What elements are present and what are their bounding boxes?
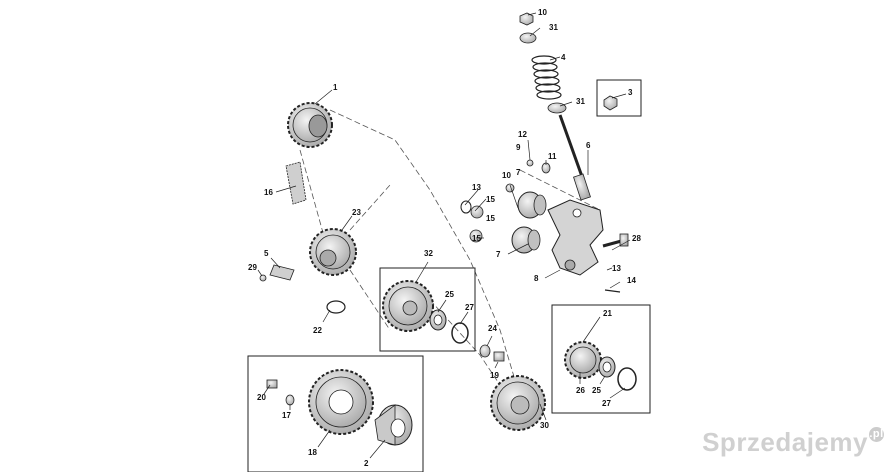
callout-8: 8 [534, 274, 539, 283]
callout-27-right: 27 [602, 399, 611, 408]
callout-31-lower: 31 [576, 97, 585, 106]
detail-nut-3 [603, 95, 618, 111]
callout-14: 14 [627, 276, 636, 285]
washer-22 [326, 300, 346, 314]
callout-12: 12 [518, 130, 527, 139]
callout-21: 21 [603, 309, 612, 318]
callout-28: 28 [632, 234, 641, 243]
washer-31-lower [547, 102, 567, 114]
pin-9 [526, 159, 534, 167]
callout-7-lower: 7 [496, 250, 501, 259]
callout-13-right: 13 [612, 264, 621, 273]
sprocket-30 [490, 375, 546, 431]
callout-1: 1 [333, 83, 338, 92]
chain-16 [285, 161, 307, 205]
clip-14 [604, 289, 621, 293]
callout-27-left: 27 [465, 303, 474, 312]
watermark-brand: Sprzedajemy [702, 427, 868, 457]
callout-31-top: 31 [549, 23, 558, 32]
callout-15-lower-b: 15 [472, 234, 481, 243]
callout-13-left: 13 [472, 183, 481, 192]
detail-box-3 [596, 79, 642, 117]
plate-5 [269, 264, 295, 281]
snap-ring-27-right [617, 367, 637, 391]
callout-9: 9 [516, 143, 521, 152]
bushing-15-lower [469, 229, 483, 243]
roller-7-upper [517, 191, 547, 219]
callout-labels: 10 31 4 31 3 1 6 12 9 11 10 7 13 15 15 1… [248, 8, 641, 468]
sprocket-32 [382, 280, 434, 332]
callout-32: 32 [424, 249, 433, 258]
bearing-25-right [598, 356, 616, 378]
callout-23: 23 [352, 208, 361, 217]
roller-7-lower [511, 226, 541, 254]
spring-4 [531, 55, 562, 100]
callout-5: 5 [264, 249, 269, 258]
watermark: Sprzedajemy.pl [702, 427, 884, 458]
bushing-15-upper [470, 205, 484, 219]
bolt-28 [602, 233, 629, 248]
sprocket-1 [287, 102, 333, 148]
callout-6: 6 [586, 141, 591, 150]
callout-10-top: 10 [538, 8, 547, 17]
callout-16: 16 [264, 188, 273, 197]
snap-ring-27-left [451, 322, 469, 344]
nut-10-top [519, 12, 534, 26]
bolt-19 [493, 351, 505, 362]
subassembly-box-hub [247, 355, 424, 472]
callout-20: 20 [257, 393, 266, 402]
callout-15-upper: 15 [486, 195, 495, 204]
sprocket-21 [564, 341, 602, 379]
sprocket-18 [308, 369, 374, 435]
callout-2: 2 [364, 459, 369, 468]
callout-4: 4 [561, 53, 566, 62]
callout-30: 30 [540, 421, 549, 430]
callout-11: 11 [548, 152, 557, 161]
sprocket-23 [309, 228, 357, 276]
callout-10-small: 10 [502, 171, 511, 180]
rod-6 [558, 114, 591, 201]
washer-31-top [519, 32, 537, 44]
callout-19: 19 [490, 371, 499, 380]
leader-lines [257, 12, 631, 459]
watermark-suffix: .pl [869, 427, 884, 442]
callout-24: 24 [488, 324, 497, 333]
subassembly-box-21 [551, 304, 651, 414]
washer-17 [285, 394, 295, 406]
bracket-8 [547, 199, 604, 276]
hub-2 [374, 404, 413, 446]
callout-25-right: 25 [592, 386, 601, 395]
callout-3: 3 [628, 88, 633, 97]
chain-path-lines [299, 109, 601, 386]
bolt-29 [259, 274, 267, 282]
callout-29: 29 [248, 263, 257, 272]
callout-15-lower-a: 15 [486, 214, 495, 223]
subassembly-box-32 [379, 267, 476, 352]
callout-17: 17 [282, 411, 291, 420]
washer-24 [479, 344, 491, 358]
washer-13-left [460, 200, 472, 214]
callout-25-left: 25 [445, 290, 454, 299]
callout-18: 18 [308, 448, 317, 457]
callout-26: 26 [576, 386, 585, 395]
callout-7-upper: 7 [516, 168, 521, 177]
callout-22: 22 [313, 326, 322, 335]
bearing-25-left [429, 309, 447, 331]
bolt-20 [266, 379, 278, 389]
